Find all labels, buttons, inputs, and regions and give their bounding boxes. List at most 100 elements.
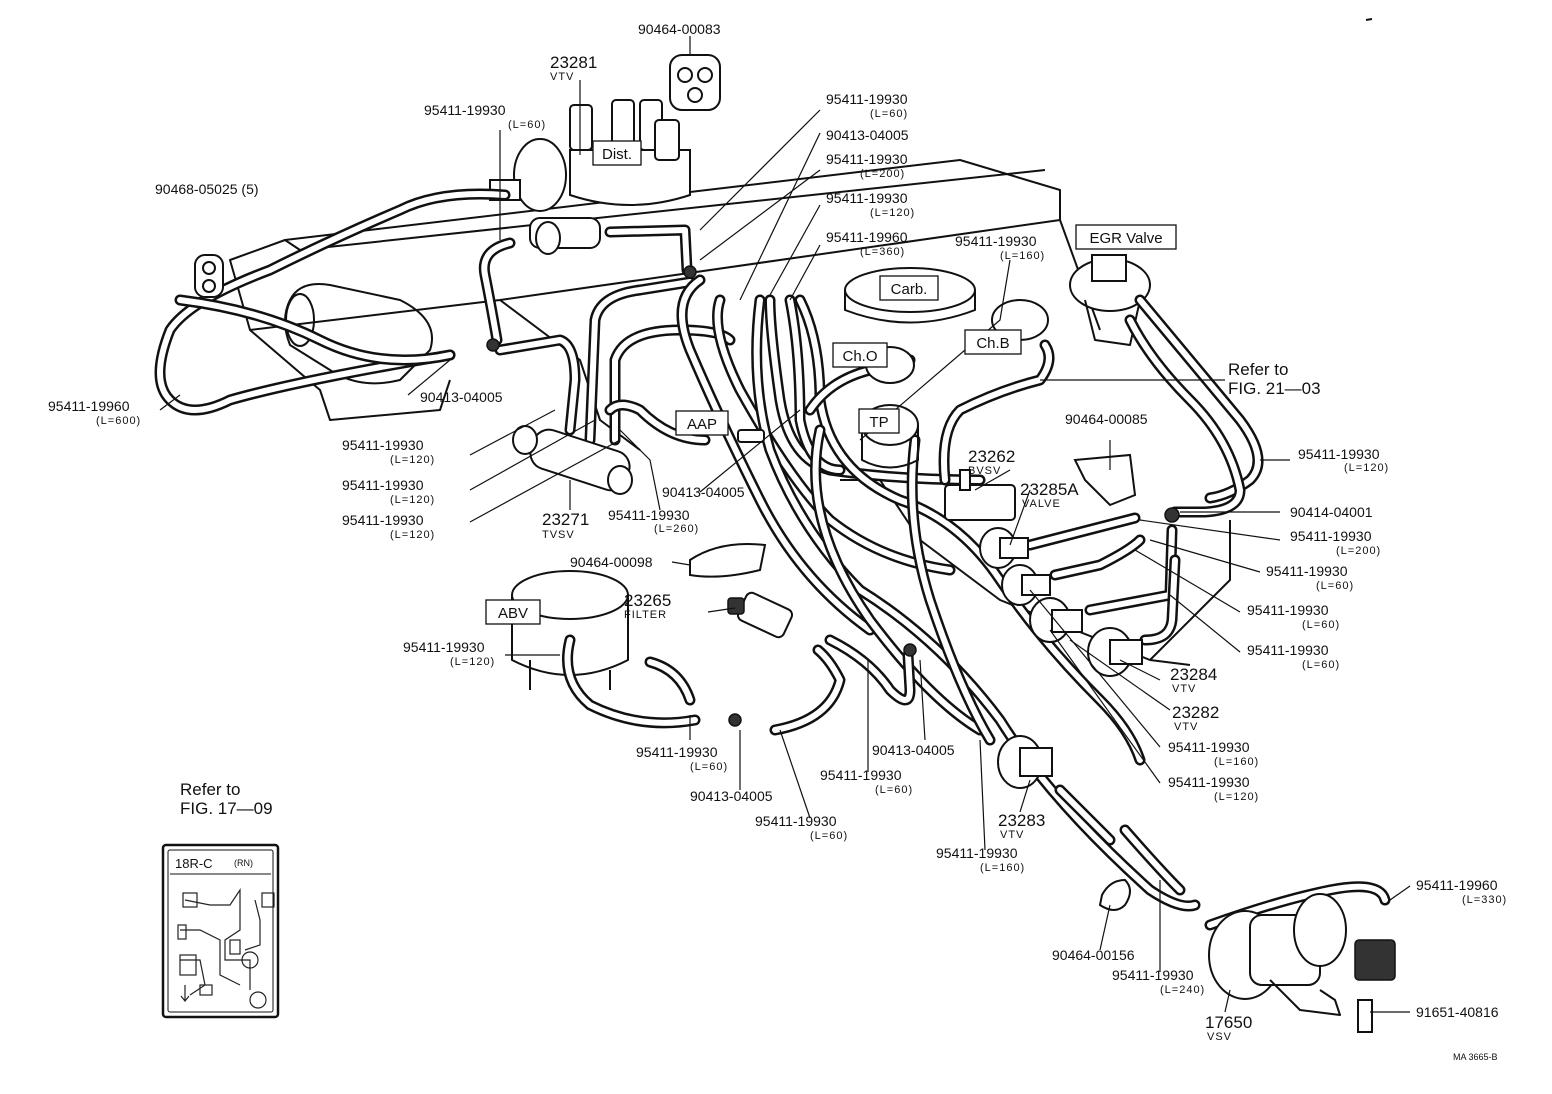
part-sublabel: (L=120) (390, 494, 435, 506)
part-label: 95411-19930 (755, 813, 837, 829)
vtv-23281 (535, 221, 561, 255)
part-label: 95411-19960 (48, 398, 130, 414)
inset-title: 18R-C (175, 856, 213, 871)
part-label: 95411-19930 (342, 512, 424, 528)
cho-label: Ch.O (842, 348, 877, 365)
part-sublabel: (L=120) (390, 529, 435, 541)
filter-23265 (727, 591, 794, 639)
part-sublabel: VTV (1174, 721, 1198, 733)
part-label: 17650 (1205, 1013, 1252, 1032)
egr-label: EGR Valve (1089, 230, 1162, 247)
part-sublabel: (L=360) (860, 246, 905, 258)
part-sublabel: VTV (1000, 829, 1024, 841)
part-sublabel: (L=120) (1344, 462, 1389, 474)
clip-90464-00098 (689, 543, 767, 578)
distributor (489, 99, 691, 249)
part-label: 95411-19930 (1247, 602, 1329, 618)
part-sublabel: (L=60) (870, 108, 908, 120)
part-sublabel: VTV (1172, 683, 1196, 695)
vtv-23282 (1029, 597, 1083, 643)
part-sublabel: (L=160) (1214, 756, 1259, 768)
vtv-23285a (979, 527, 1029, 569)
hoses (154, 188, 1391, 931)
part-sublabel: (L=330) (1462, 894, 1507, 906)
inset-code: (RN) (234, 858, 253, 868)
tp-label: TP (869, 414, 888, 431)
part-label: 95411-19930 (342, 437, 424, 453)
tee-joint (683, 265, 697, 279)
reference-line1: Refer to (180, 780, 240, 799)
part-sublabel: VTV (550, 71, 574, 83)
part-sublabel: (L=260) (654, 523, 699, 535)
part-label: 95411-19930 (1168, 739, 1250, 755)
vtv-23283 (997, 735, 1053, 789)
part-sublabel: (L=120) (1214, 791, 1259, 803)
part-label: 95411-19930 (636, 744, 718, 760)
clip-90464-00085 (1073, 453, 1137, 507)
reference-line1: Refer to (1228, 360, 1288, 379)
part-label: 23281 (550, 53, 597, 72)
reference-line2: FIG. 17—09 (180, 799, 273, 818)
part-label: 95411-19930 (826, 91, 908, 107)
part-label: 90464-00156 (1052, 947, 1135, 963)
part-sublabel: (L=60) (810, 830, 848, 842)
part-label: 90464-00085 (1065, 411, 1148, 427)
carb-label: Carb. (891, 281, 928, 298)
part-label: 23285A (1020, 480, 1079, 499)
corner-mark (1365, 18, 1373, 21)
part-label: 95411-19930 (826, 190, 908, 206)
part-label: 90414-04001 (1290, 504, 1373, 520)
part-label: 23284 (1170, 665, 1217, 684)
part-label: 90413-04005 (420, 389, 503, 405)
clip-90464-00083 (669, 54, 721, 111)
part-label: 90413-04005 (872, 742, 955, 758)
tee-joint (486, 338, 500, 352)
vtv-23284 (1087, 627, 1143, 677)
part-label: 90413-04005 (690, 788, 773, 804)
part-sublabel: (L=60) (1316, 580, 1354, 592)
dist-label: Dist. (602, 146, 632, 163)
aap-label: AAP (687, 416, 717, 433)
vsv-17650 (1208, 893, 1396, 1033)
abv-label: ABV (498, 605, 528, 622)
part-label: 90464-00083 (638, 21, 721, 37)
tee-joint (1164, 507, 1180, 523)
part-label: 95411-19930 (1112, 967, 1194, 983)
leader-lines (159, 36, 1411, 1013)
part-sublabel: (L=120) (450, 656, 495, 668)
part-sublabel: BVSV (968, 465, 1001, 477)
components (194, 54, 1396, 1033)
part-label: 91651-40816 (1416, 1004, 1499, 1020)
clip-90464-00156 (1098, 878, 1131, 911)
bvsv-valve (944, 469, 1016, 521)
part-label: 95411-19930 (1298, 446, 1380, 462)
part-label: 23283 (998, 811, 1045, 830)
chb-label: Ch.B (976, 335, 1009, 352)
part-label: 95411-19930 (424, 102, 506, 118)
vtv-23285a-2 (1001, 564, 1051, 606)
references: Refer to FIG. 21—03 Refer to FIG. 17—09 (180, 360, 1321, 818)
part-sublabel: (L=60) (508, 119, 546, 131)
part-sublabel: (L=240) (1160, 984, 1205, 996)
figure-code: MA 3665-B (1453, 1052, 1498, 1062)
part-label: 95411-19930 (826, 151, 908, 167)
part-label: 23282 (1172, 703, 1219, 722)
part-labels: 90464-00083 23281 VTV 95411-19930 (L=60)… (48, 21, 1507, 1043)
part-label: 90468-05025 (5) (155, 181, 259, 197)
inset-panel: 18R-C (RN) (161, 843, 280, 1019)
part-label: 90413-04005 (826, 127, 909, 143)
part-sublabel: VALVE (1022, 498, 1061, 510)
part-label: 95411-19930 (1168, 774, 1250, 790)
part-sublabel: (L=120) (870, 207, 915, 219)
part-label: 95411-19960 (826, 229, 908, 245)
part-label: 95411-19930 (820, 767, 902, 783)
aap-fitting (737, 429, 765, 443)
tp-box (858, 408, 900, 434)
part-sublabel: TVSV (542, 529, 575, 541)
part-label: 95411-19930 (1247, 642, 1329, 658)
part-sublabel: FILTER (624, 609, 667, 621)
part-label: 95411-19930 (342, 477, 424, 493)
part-sublabel: (L=160) (980, 862, 1025, 874)
cho-box (832, 342, 888, 368)
